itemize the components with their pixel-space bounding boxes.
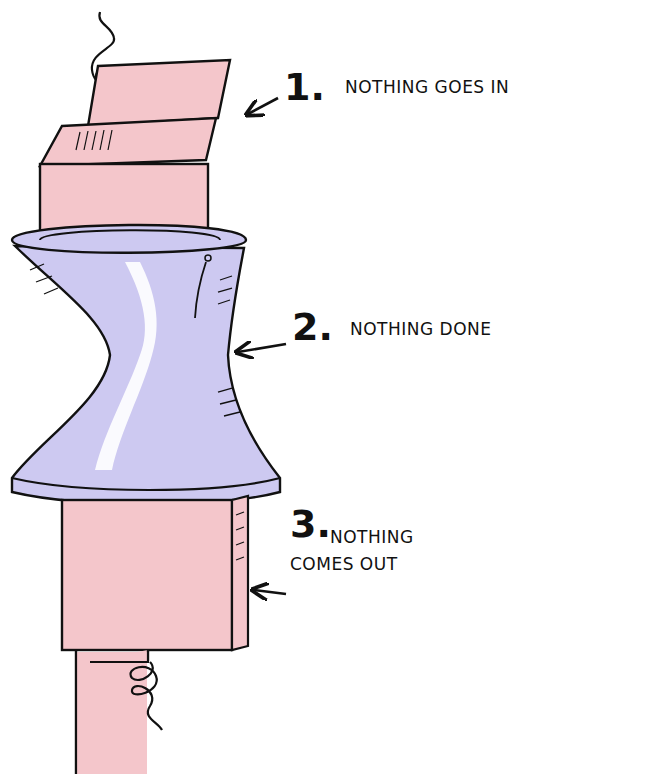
coupler-rim: [12, 478, 280, 490]
callout-number: 1.: [284, 68, 325, 106]
rim-opening: [40, 230, 220, 240]
callout-text: NOTHING GOES IN: [345, 74, 635, 101]
lid-flap: [88, 60, 230, 126]
box-side: [232, 496, 248, 650]
highlight-mark: [195, 262, 206, 318]
box-front: [62, 500, 232, 650]
leader-arrow: [238, 344, 286, 352]
callout-number: 3.: [290, 505, 331, 543]
leader-arrow: [248, 98, 278, 114]
wire-curl: [130, 662, 162, 730]
leader-arrow: [254, 590, 286, 594]
hatching: [76, 130, 112, 150]
box-top: [40, 118, 216, 166]
coupler-rim: [12, 225, 246, 253]
highlight: [95, 262, 157, 470]
callout-number: 2.: [292, 308, 333, 346]
hourglass-coupler: [12, 246, 280, 504]
callout-text: NOTHING DONE: [350, 316, 630, 343]
callout-text: NOTHING COMES OUT: [290, 524, 440, 578]
hatching: [30, 264, 240, 416]
